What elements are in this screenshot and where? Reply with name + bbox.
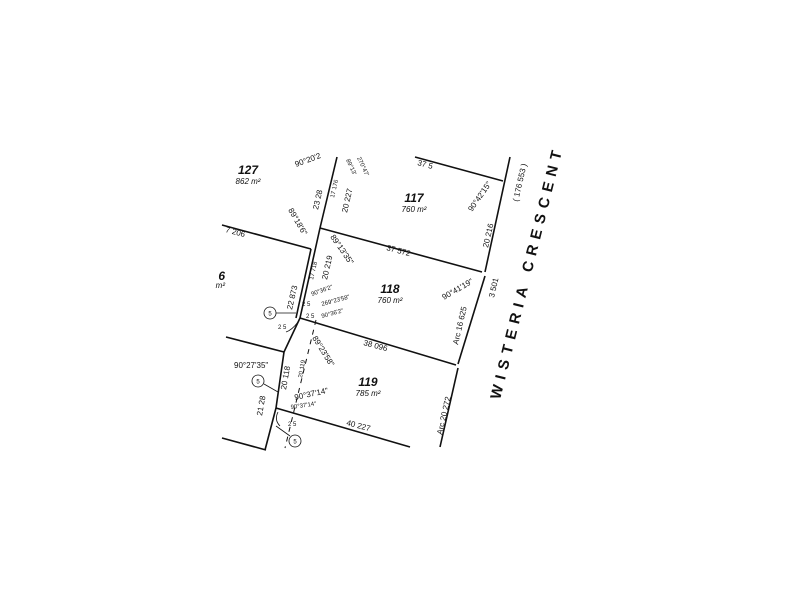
dim-21-28: 21 28	[255, 395, 267, 417]
lot-127-area: 862 m²	[236, 177, 261, 186]
boundary-119-bottom	[275, 407, 411, 448]
lot-117-number: 117	[404, 191, 424, 205]
easement-marker-circle	[288, 434, 302, 448]
easement-marker-circle	[251, 374, 265, 388]
arc-mark	[285, 321, 299, 333]
lot-119-number: 119	[358, 375, 377, 389]
frontage-118	[457, 275, 486, 365]
angle-90-37-14a: 90°37'14"	[294, 386, 330, 402]
boundary-127-6	[221, 224, 312, 250]
angle-89-23-58: 89°23'58"	[310, 334, 336, 368]
dim-20-219: 20 219	[320, 254, 334, 280]
dim-23-28: 23 28	[311, 188, 324, 210]
boundary-left-bottom	[221, 437, 267, 451]
arc-mark	[276, 411, 281, 427]
boundary-left-mid	[225, 336, 285, 353]
lot-117-area: 760 m²	[402, 205, 427, 214]
lot-6-area: m²	[216, 281, 226, 290]
angle-90-42-15: 90°42'15"	[466, 180, 493, 213]
dim-17-718: 17 718	[309, 261, 319, 281]
dim-176553: ( 176 553 )	[511, 162, 529, 202]
lot-118-area: 760 m²	[378, 296, 403, 305]
rear-119a	[283, 317, 301, 353]
dim-2-5d: 2 5	[288, 422, 297, 428]
leader	[263, 383, 279, 393]
rear-119c	[264, 407, 277, 451]
angle-90-36-2b: 90°36'2"	[321, 308, 344, 320]
angle-269-23-58: 269°23'58"	[321, 295, 351, 308]
boundary-117-top	[414, 156, 504, 182]
easement-marker-label: 5	[256, 380, 260, 386]
angle-89-18: 89°18'6"	[286, 207, 309, 237]
angle-89-13: 89°13'	[344, 158, 357, 176]
easement-markers	[251, 306, 302, 448]
road-name: WISTERIA CRESCENT	[487, 143, 567, 401]
dim-22-873: 22 873	[285, 284, 299, 310]
dim-20-227: 20 227	[340, 187, 354, 213]
dim-37-572: 37 572	[385, 243, 411, 258]
lot-6-number: 6	[218, 269, 225, 283]
dim-arc-20-272: Arc 20 272	[435, 395, 453, 435]
dim-3-501: 3 501	[487, 276, 500, 298]
angle-90-20: 90°20'2	[294, 151, 323, 169]
rear-117	[319, 156, 338, 229]
lot-118-number: 118	[380, 282, 399, 296]
frontage-117	[484, 156, 511, 273]
rear-upper	[295, 248, 312, 319]
leader	[275, 425, 291, 437]
dim-38-096: 38 096	[362, 338, 388, 353]
angle-90-41-19: 90°41'19"	[441, 277, 475, 302]
easement-marker-label: 5	[293, 440, 297, 446]
easement-line	[284, 319, 317, 449]
angle-270-47: 270°47'	[355, 156, 369, 177]
boundary-117-118	[319, 227, 483, 273]
lot-119-area: 785 m²	[356, 389, 381, 398]
boundary-118-119	[299, 317, 457, 366]
dim-2-5a: 2 5	[302, 302, 311, 308]
frontage-119	[439, 367, 459, 448]
dim-17-176: 17 176	[330, 179, 340, 199]
easement-marker-label: 5	[268, 312, 272, 318]
rear-119b	[275, 351, 285, 409]
dim-20-118: 20 118	[279, 365, 292, 391]
dim-37-5: 37 5	[416, 158, 434, 171]
lot-127-number: 127	[238, 163, 259, 177]
dim-20-119: 20 119	[298, 359, 307, 378]
angle-90-36-2a: 90°36'2"	[311, 285, 334, 298]
angle-90-27-35: 90°27'35"	[234, 361, 268, 370]
dim-7-206: 7 206	[224, 225, 246, 239]
dim-40-227: 40 227	[345, 418, 371, 433]
rear-118	[299, 227, 321, 319]
dim-2-5c: 2 5	[278, 325, 287, 331]
angle-90-37-14b: 90°37'14"	[290, 401, 316, 411]
lot-boundaries	[221, 156, 511, 451]
dim-2-5b: 2 5	[306, 314, 315, 320]
